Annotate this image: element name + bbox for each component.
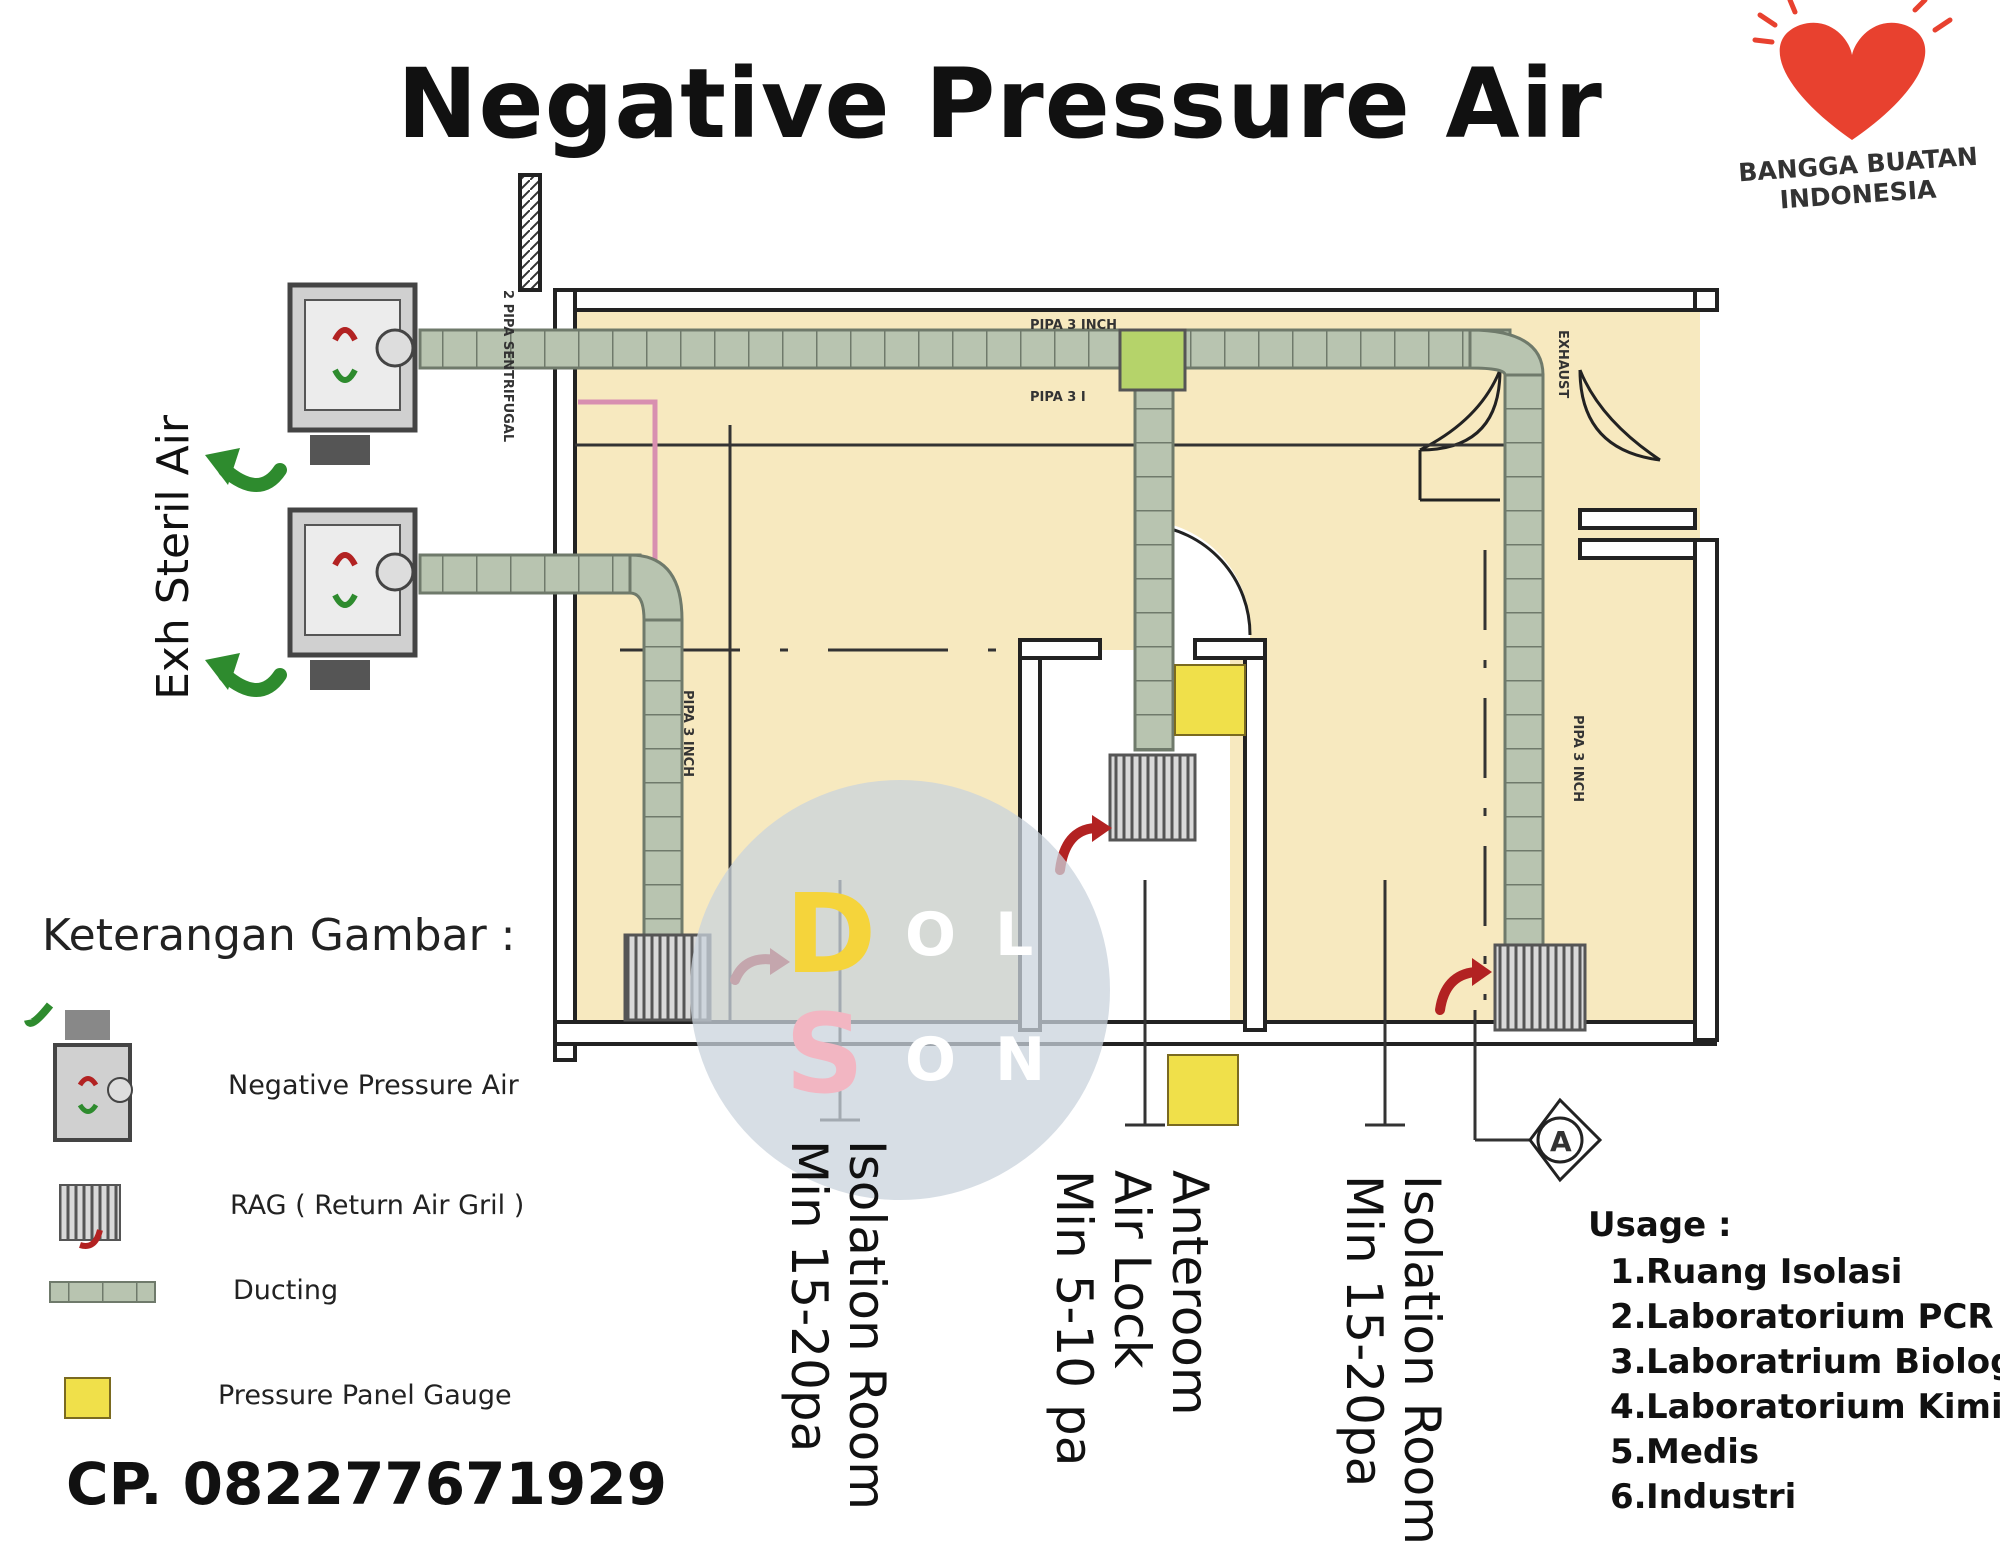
watermark-letter-s: S (785, 990, 865, 1118)
contact-phone: CP. 082277671929 (66, 1450, 667, 1518)
legend-label-rag: RAG ( Return Air Gril ) (230, 1190, 525, 1221)
sentrifugal-label: 2 PIPA SENTRIFUGAL (500, 290, 515, 443)
pipe-label-top2: PIPA 3 I (1030, 390, 1086, 405)
ducting (418, 328, 1545, 947)
watermark-letter-o: O (905, 900, 957, 970)
watermark-letter-d: D (785, 870, 877, 998)
pipe-label-top: PIPA 3 INCH (1030, 318, 1117, 333)
watermark-circle (690, 780, 1110, 1200)
exhaust-label: EXHAUST (1555, 330, 1570, 399)
pipe-label-right: PIPA 3 INCH (1570, 715, 1585, 802)
legend-label-pressure-gauge: Pressure Panel Gauge (218, 1380, 512, 1411)
dimension-lines (575, 425, 1530, 1142)
usage-title: Usage : (1588, 1205, 1732, 1245)
pink-pipe (578, 399, 658, 560)
legend-icons (24, 1002, 156, 1419)
usage-item: 5.Medis (1610, 1432, 1760, 1472)
gauge-symbol (1528, 1097, 1603, 1183)
watermark-letter-o2: O (905, 1025, 957, 1095)
usage-item: 3.Laboratrium Biologi (1610, 1342, 2000, 1382)
page-title: Negative Pressure Air (397, 48, 1603, 160)
usage-item: 6.Industri (1610, 1477, 1797, 1517)
room-label-anteroom-line1: Anteroom (1161, 1170, 1219, 1416)
doors (1149, 369, 1661, 636)
gauge-symbol-label: A (1550, 1125, 1572, 1158)
legend-title: Keterangan Gambar : (42, 910, 516, 961)
pressure-gauges (1167, 664, 1246, 1126)
exhaust-units (287, 282, 418, 690)
watermark-letter-n: N (995, 1025, 1046, 1095)
pipe-label-left: PIPA 3 INCH (680, 690, 695, 777)
room-label-isolation-2-line1: Isolation Room (1393, 1175, 1451, 1545)
room-label-isolation-1-line2: Min 15-20pa (780, 1140, 838, 1453)
usage-item: 4.Laboratorium Kimia (1610, 1387, 2000, 1427)
room-label-isolation-1: Isolation Room Min 15-20pa (780, 1140, 896, 1510)
exhaust-arrows (205, 448, 287, 697)
watermark-letter-l: L (995, 900, 1034, 970)
usage-item: 1.Ruang Isolasi (1610, 1252, 1903, 1292)
room-label-anteroom-line3: Min 5-10 pa (1045, 1170, 1103, 1467)
room-label-anteroom-line2: Air Lock (1103, 1170, 1161, 1369)
usage-list: 1.Ruang Isolasi 2.Laboratorium PCR 3.Lab… (1610, 1250, 2000, 1520)
logo-heart (1752, 0, 1953, 141)
legend-label-ducting: Ducting (233, 1275, 339, 1306)
room-label-anteroom: Anteroom Air Lock Min 5-10 pa (1045, 1170, 1219, 1466)
room-label-isolation-2-line2: Min 15-20pa (1335, 1175, 1393, 1488)
exhaust-sterile-air-label: Exh Steril Air (148, 415, 199, 700)
room-label-isolation-1-line1: Isolation Room (838, 1140, 896, 1510)
room-label-isolation-2: Isolation Room Min 15-20pa (1335, 1175, 1451, 1545)
legend-label-negative-pressure: Negative Pressure Air (228, 1070, 519, 1101)
usage-item: 2.Laboratorium PCR (1610, 1297, 1994, 1337)
